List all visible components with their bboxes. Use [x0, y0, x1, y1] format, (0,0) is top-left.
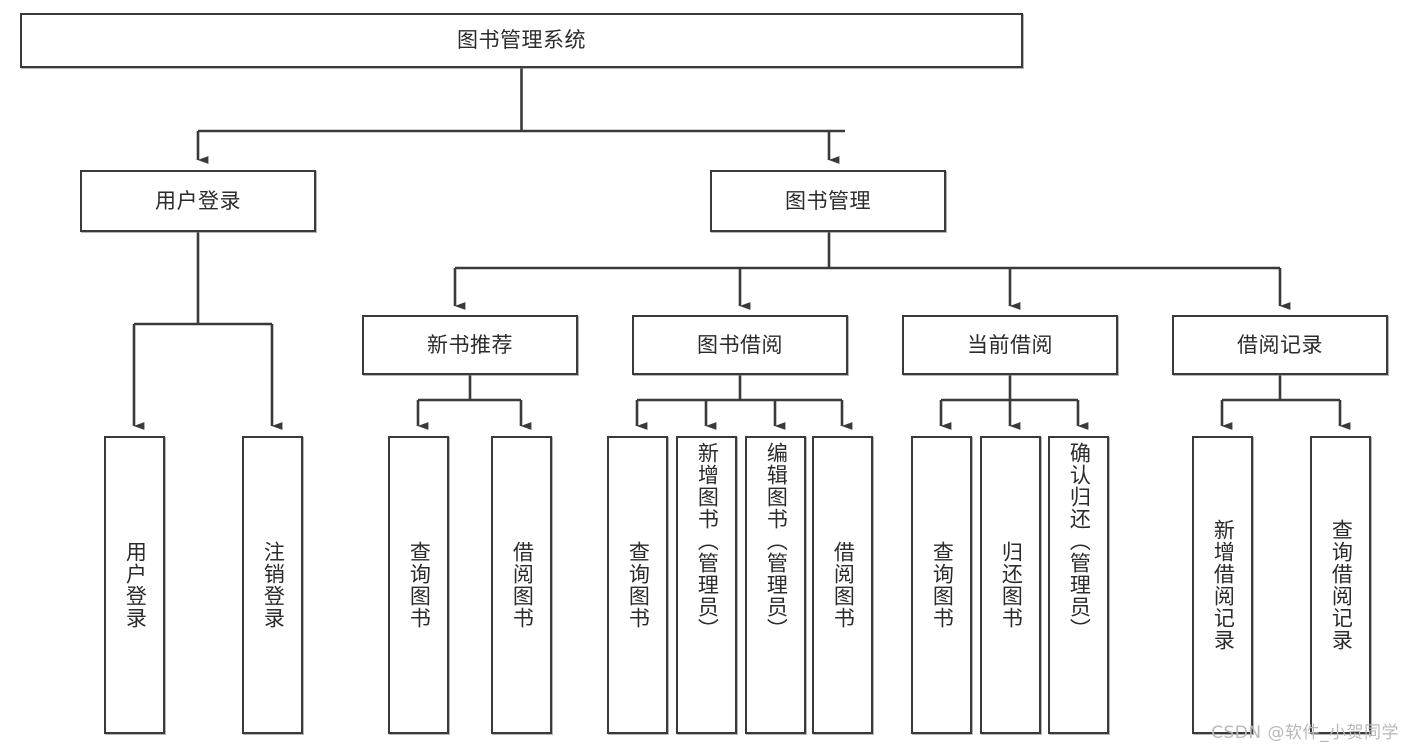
- node-label: 借阅记录: [1237, 332, 1323, 357]
- node-root-book-management-system[interactable]: 图书管理系统: [20, 13, 1023, 68]
- node-leaf-add-borrow-record[interactable]: 新增借阅记录: [1192, 436, 1253, 734]
- node-label: 注销登录: [261, 541, 286, 629]
- csdn-watermark: CSDN @软件_小贺同学: [1211, 723, 1399, 743]
- node-label: 新增图书（管理员）: [695, 442, 720, 640]
- node-label: 确认归还（管理员）: [1067, 442, 1092, 640]
- node-leaf-borrow-book[interactable]: 借阅图书: [812, 436, 873, 734]
- node-label: 查询借阅记录: [1329, 519, 1354, 651]
- node-leaf-edit-book-admin[interactable]: 编辑图书（管理员）: [745, 436, 806, 734]
- node-label: 用户登录: [123, 541, 148, 629]
- node-label: 查询图书: [626, 541, 651, 629]
- node-leaf-query-borrow-record[interactable]: 查询借阅记录: [1310, 436, 1371, 734]
- node-leaf-confirm-return-admin[interactable]: 确认归还（管理员）: [1048, 436, 1109, 734]
- node-label: 查询图书: [930, 541, 955, 629]
- node-leaf-borrow-book-recommend[interactable]: 借阅图书: [491, 436, 552, 734]
- node-label: 图书管理系统: [457, 28, 586, 53]
- node-label: 新书推荐: [427, 332, 513, 357]
- node-book-borrow[interactable]: 图书借阅: [632, 315, 848, 375]
- node-current-borrow[interactable]: 当前借阅: [902, 315, 1118, 375]
- node-leaf-query-book-borrow[interactable]: 查询图书: [607, 436, 668, 734]
- node-label: 查询图书: [407, 541, 432, 629]
- node-label: 编辑图书（管理员）: [764, 442, 789, 640]
- node-label: 归还图书: [999, 541, 1024, 629]
- node-user-login[interactable]: 用户登录: [80, 170, 316, 232]
- node-label: 图书借阅: [697, 332, 783, 357]
- node-new-book-recommend[interactable]: 新书推荐: [362, 315, 578, 375]
- node-label: 图书管理: [785, 188, 871, 213]
- node-leaf-return-book[interactable]: 归还图书: [980, 436, 1041, 734]
- node-leaf-query-book-recommend[interactable]: 查询图书: [388, 436, 449, 734]
- node-leaf-add-book-admin[interactable]: 新增图书（管理员）: [676, 436, 737, 734]
- node-book-management[interactable]: 图书管理: [710, 170, 946, 232]
- node-borrow-record[interactable]: 借阅记录: [1172, 315, 1388, 375]
- node-leaf-logout-login[interactable]: 注销登录: [242, 436, 303, 734]
- node-label: 借阅图书: [510, 541, 535, 629]
- node-leaf-query-book-current[interactable]: 查询图书: [911, 436, 972, 734]
- node-leaf-user-login[interactable]: 用户登录: [104, 436, 165, 734]
- node-label: 新增借阅记录: [1211, 519, 1236, 651]
- node-label: 借阅图书: [831, 541, 856, 629]
- node-label: 用户登录: [155, 188, 241, 213]
- node-label: 当前借阅: [967, 332, 1053, 357]
